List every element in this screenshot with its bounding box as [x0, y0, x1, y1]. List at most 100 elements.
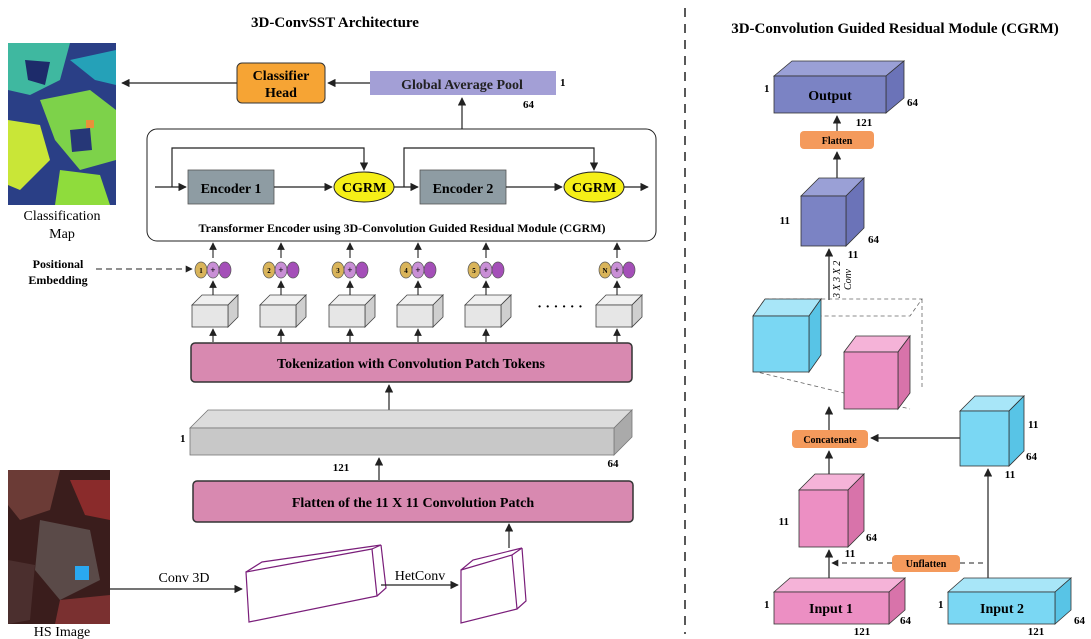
token-prism-front: [259, 304, 297, 328]
right-title: 3D-Convolution Guided Residual Module (C…: [731, 21, 1059, 37]
encoder1-box: [187, 169, 275, 205]
token-group: 5+: [464, 242, 512, 342]
flat-dim-64: 64: [608, 458, 620, 470]
embedding-circle: [622, 261, 636, 279]
transformer-encoder-container: [146, 128, 657, 242]
position-index-label: 3: [336, 267, 340, 275]
input2-dim-121: 121: [1028, 626, 1045, 638]
in1-cube-dim-11b: 11: [845, 548, 855, 560]
unflatten-op-label: Unflatten: [906, 559, 947, 570]
input1-label: Input 1: [809, 602, 853, 617]
embedding-circle: [423, 261, 437, 279]
embedding-circle: [286, 261, 300, 279]
conv-cube-dim-11b: 11: [848, 249, 858, 261]
position-index-label: 2: [267, 267, 271, 275]
classifier-head-label-line2: Head: [265, 86, 297, 101]
out-dim-1: 1: [764, 83, 770, 95]
plus-sign: +: [483, 265, 488, 275]
token-group: 3+: [328, 242, 376, 342]
tokenization-box: [190, 342, 633, 383]
input2-dim-64: 64: [1074, 615, 1086, 627]
unflatten-op-badge: [892, 555, 960, 572]
conv-label-line1: 3 X 3 X 2: [832, 261, 843, 299]
input1-dim-1: 1: [764, 599, 770, 611]
token-prism-front: [595, 304, 633, 328]
position-index-label: 5: [472, 267, 476, 275]
input2-label: Input 2: [980, 602, 1024, 617]
position-index-label: N: [602, 267, 607, 275]
flattened-feature-bar: [189, 409, 633, 456]
hetconv-label: HetConv: [395, 569, 446, 584]
gap-dim-1: 1: [560, 77, 566, 89]
input1-dim-121: 121: [854, 626, 871, 638]
skip-2: [403, 147, 599, 187]
flat-dim-1: 1: [180, 433, 186, 445]
input1-reshaped-cube: [798, 473, 865, 548]
conv-label-line2: Conv: [843, 268, 854, 290]
cgrm1-label: CGRM: [342, 181, 386, 196]
plus-sign: +: [210, 265, 215, 275]
out-dim-121: 121: [856, 117, 873, 129]
cgrm2-label: CGRM: [572, 181, 616, 196]
position-index-label: 4: [404, 267, 408, 275]
plus-sign: +: [347, 265, 352, 275]
concatenate-op-badge: [792, 430, 868, 448]
encoder2-label: Encoder 2: [433, 182, 494, 197]
hetconv-volume: [460, 547, 527, 624]
flatten-patch-box: [192, 480, 634, 523]
token-prism-front: [328, 304, 366, 328]
concat-pair: [752, 297, 923, 411]
in1-cube-dim-11a: 11: [779, 516, 789, 528]
plus-sign: +: [278, 265, 283, 275]
in2-cube-dim-11b: 11: [1005, 469, 1015, 481]
positional-embedding-line2: Embedding: [28, 273, 87, 287]
conv3d-volume: [245, 544, 387, 623]
global-avg-pool-label: Global Average Pool: [401, 78, 523, 93]
input1-slab: [772, 577, 907, 625]
in2-cube-dim-64: 64: [1026, 451, 1038, 463]
classifier-head-label-line1: Classifier: [253, 69, 310, 84]
input2-dim-1: 1: [938, 599, 944, 611]
hs-image-label: HS Image: [34, 625, 90, 639]
token-prism-front: [396, 304, 434, 328]
embedding-circle: [491, 261, 505, 279]
flat-dim-121: 121: [333, 462, 350, 474]
encoder2-box: [419, 169, 507, 205]
token-group: 4+: [396, 242, 444, 342]
input1-dim-64: 64: [900, 615, 912, 627]
conv-cube-dim-64: 64: [868, 234, 880, 246]
in1-cube-dim-64: 64: [866, 532, 878, 544]
hs-image: [8, 470, 110, 624]
flatten-op-label: Flatten: [822, 136, 853, 147]
token-group: 1+: [191, 242, 239, 342]
tokenization-label: Tokenization with Convolution Patch Toke…: [277, 357, 545, 372]
left-title: 3D-ConvSST Architecture: [251, 15, 419, 31]
output-cube: [772, 60, 906, 114]
concatenate-op-label: Concatenate: [803, 435, 857, 446]
token-ellipsis: · · · · · ·: [537, 300, 583, 315]
output-label: Output: [808, 89, 852, 104]
conv3d-label: Conv 3D: [159, 571, 210, 586]
token-prism-front: [191, 304, 229, 328]
token-groups: 1+2+3+4+5+N+: [191, 242, 643, 342]
encoder1-label: Encoder 1: [201, 182, 262, 197]
plus-sign: +: [614, 265, 619, 275]
token-group: N+: [595, 242, 643, 342]
classification-map-image: [8, 43, 116, 205]
flatten-op-badge: [800, 131, 874, 149]
embedding-circle: [218, 261, 232, 279]
token-prism-front: [464, 304, 502, 328]
position-index-label: 1: [199, 267, 203, 275]
classification-map-label-line2: Map: [49, 227, 75, 242]
conv-cube-dim-11a: 11: [780, 215, 790, 227]
input2-reshaped-cube: [959, 395, 1025, 467]
gap-dim-64: 64: [523, 99, 535, 111]
input2-slab: [946, 577, 1073, 625]
transformer-caption: Transformer Encoder using 3D-Convolution…: [198, 221, 605, 235]
global-avg-pool-box: [370, 71, 556, 95]
plus-sign: +: [415, 265, 420, 275]
in2-cube-dim-11a: 11: [1028, 419, 1038, 431]
out-dim-64: 64: [907, 97, 919, 109]
token-group: 2+: [259, 242, 307, 342]
